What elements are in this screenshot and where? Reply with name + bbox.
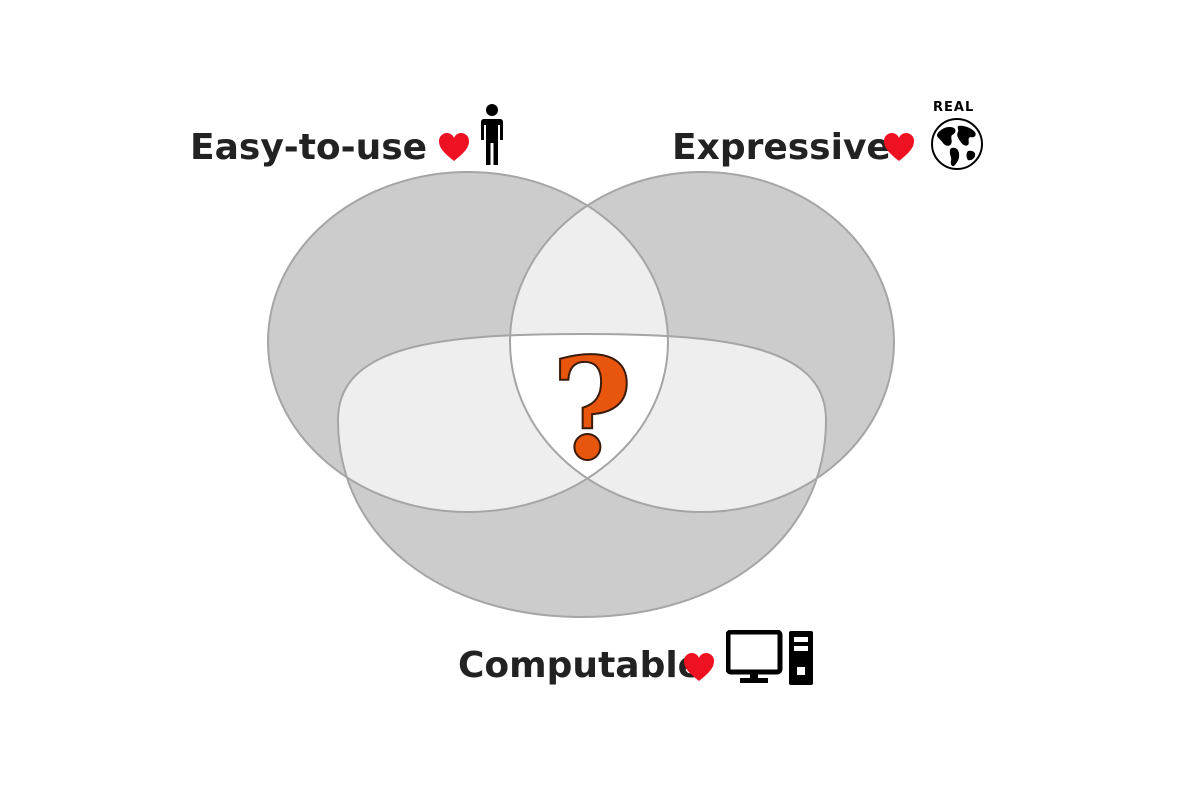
label-expressive: Expressive [672,127,891,168]
question-mark: ? [551,328,633,492]
label-easy-to-use: Easy-to-use [190,127,428,168]
heart-icon [684,653,714,681]
person-icon [481,104,503,165]
globe-icon [931,118,983,170]
globe-caption: REAL [933,100,975,115]
heart-icon [439,133,469,161]
label-computable: Computable [458,645,703,686]
computer-icon [726,630,813,685]
heart-icon [884,133,914,161]
